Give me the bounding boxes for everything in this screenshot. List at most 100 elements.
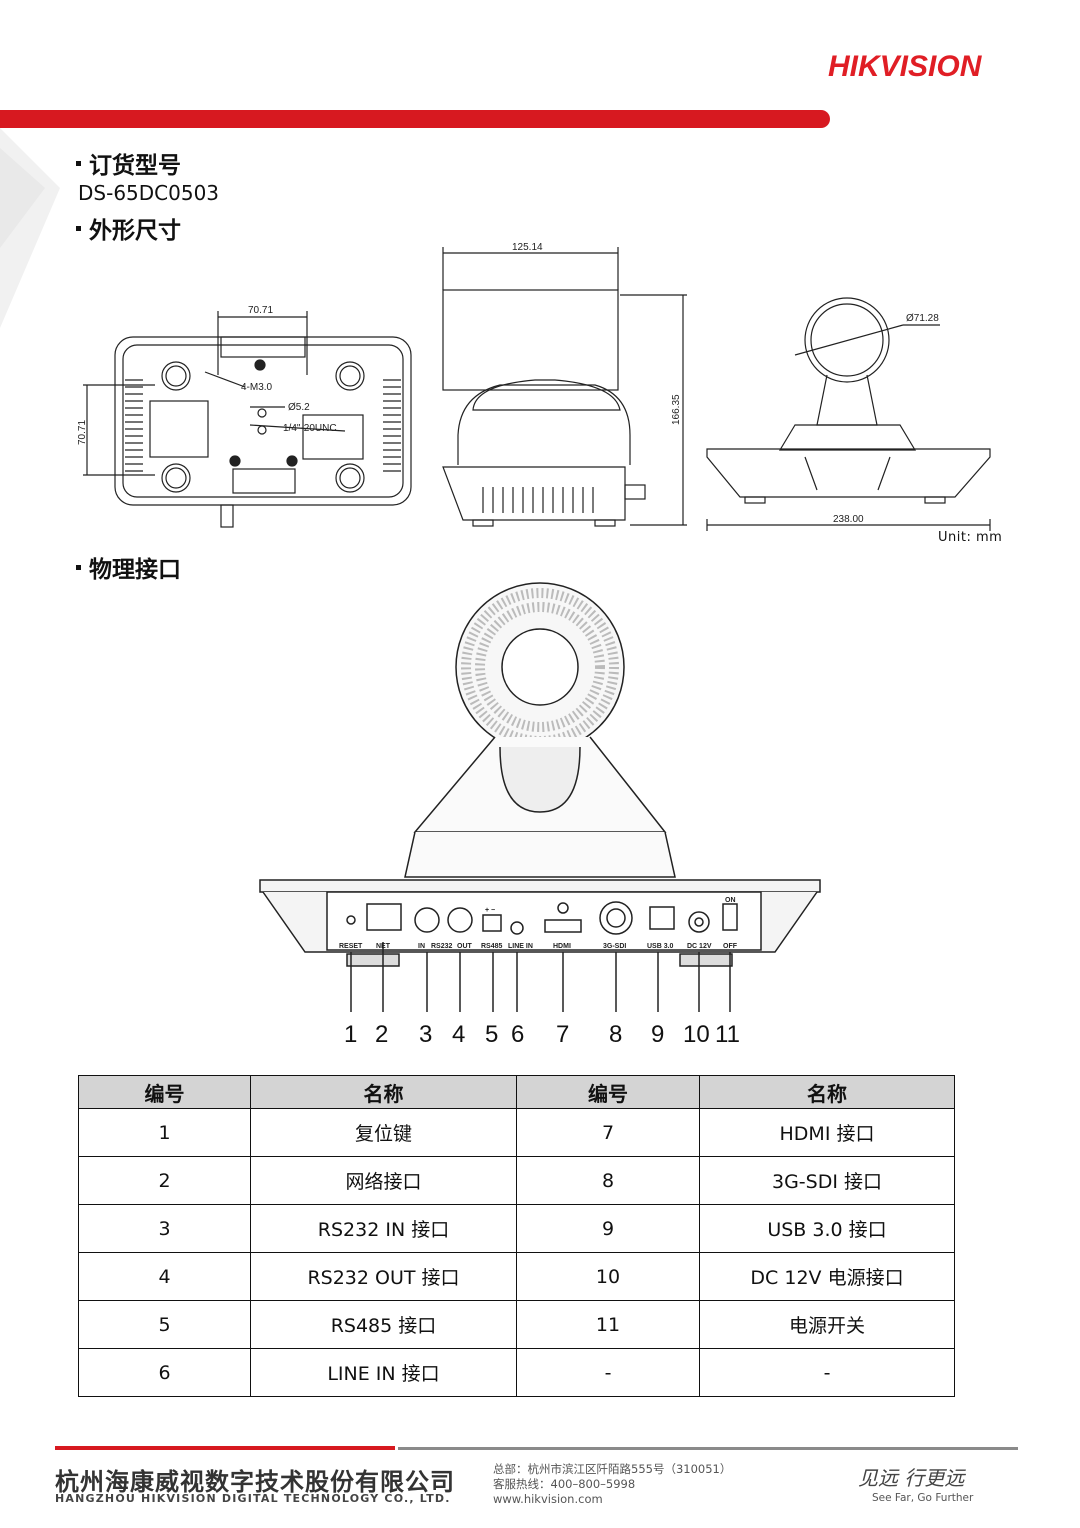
dimension-drawings: 70.71 70.71 4-M3.0 Ø5.2 1/4"-20UNC 125.1… (77, 242, 991, 531)
footer-website[interactable]: www.hikvision.com (493, 1492, 603, 1506)
table-cell: 4 (78, 1252, 251, 1301)
table-cell: USB 3.0 接口 (699, 1204, 955, 1253)
label-in: IN (418, 943, 425, 950)
header-number-2: 编号 (516, 1075, 700, 1109)
table-cell: DC 12V 电源接口 (699, 1252, 955, 1301)
table-header-row: 编号 名称 编号 名称 (78, 1075, 955, 1109)
header-name-2: 名称 (699, 1075, 955, 1109)
callout-10: 10 (683, 1021, 710, 1048)
table-cell: LINE IN 接口 (250, 1348, 517, 1397)
dim-lens-diameter: Ø71.28 (906, 313, 939, 324)
label-out: OUT (457, 943, 473, 950)
bullet-icon (76, 161, 81, 166)
dim-front-width: 238.00 (833, 514, 864, 525)
order-model-heading: 订货型号 (76, 146, 181, 180)
dim-tripod-thread: 1/4"-20UNC (283, 423, 337, 434)
table-row: 3 RS232 IN 接口 9 USB 3.0 接口 (78, 1204, 955, 1253)
footer-address: 总部：杭州市滨江区阡陌路555号（310051） (493, 1462, 732, 1476)
callout-4: 4 (452, 1021, 465, 1048)
interfaces-heading-text: 物理接口 (89, 557, 181, 583)
slogan-cn: 见远 行更远 (858, 1466, 965, 1490)
callout-11: 11 (715, 1021, 740, 1048)
table-cell: 1 (78, 1108, 251, 1157)
table-cell: 7 (516, 1108, 700, 1157)
bottom-view-drawing (83, 311, 412, 528)
table-cell: HDMI 接口 (699, 1108, 955, 1157)
table-cell: 复位键 (250, 1108, 517, 1157)
dim-bottom-width: 70.71 (248, 305, 273, 316)
label-rs485: RS485 (481, 943, 503, 950)
table-row: 1 复位键 7 HDMI 接口 (78, 1108, 955, 1157)
callout-5: 5 (485, 1021, 498, 1048)
interfaces-heading: 物理接口 (76, 550, 181, 584)
company-name-en: HANGZHOU HIKVISION DIGITAL TECHNOLOGY CO… (55, 1492, 451, 1505)
table-cell: 6 (78, 1348, 251, 1397)
table-cell: RS232 IN 接口 (250, 1204, 517, 1253)
table-row: 4 RS232 OUT 接口 10 DC 12V 电源接口 (78, 1252, 955, 1301)
label-3g-sdi: 3G-SDI (603, 943, 626, 950)
camera-rear-view: RESET NET IN RS232 OUT RS485 LINE IN HDM… (259, 582, 821, 1048)
header-red-bar (0, 110, 830, 128)
footer-hotline: 客服热线：400–800–5998 (493, 1477, 636, 1491)
callout-3: 3 (419, 1021, 432, 1048)
bullet-icon (76, 565, 81, 570)
table-cell: - (516, 1348, 700, 1397)
label-off: OFF (723, 943, 738, 950)
table-cell: RS232 OUT 接口 (250, 1252, 517, 1301)
label-on: ON (725, 897, 736, 904)
bullet-icon (76, 226, 81, 231)
dim-side-height: 166.35 (671, 394, 682, 425)
table-cell: 2 (78, 1156, 251, 1205)
table-cell: 8 (516, 1156, 700, 1205)
table-cell: 11 (516, 1300, 700, 1349)
label-line-in: LINE IN (508, 943, 533, 950)
background-decoration (0, 128, 60, 328)
logo-text: HIKVISION (828, 50, 982, 83)
table-row: 6 LINE IN 接口 - - (78, 1348, 955, 1397)
side-view-drawing (442, 247, 687, 527)
table-row: 2 网络接口 8 3G-SDI 接口 (78, 1156, 955, 1205)
slogan-en: See Far, Go Further (872, 1492, 974, 1504)
label-reset: RESET (339, 943, 363, 950)
dim-side-width: 125.14 (512, 242, 543, 253)
callout-1: 1 (344, 1021, 357, 1048)
label-rs485-polarity: + − (485, 907, 495, 914)
callout-2: 2 (375, 1021, 388, 1048)
hikvision-logo: HIKVISION (828, 50, 981, 84)
label-dc12v: DC 12V (687, 943, 712, 950)
table-cell: - (699, 1348, 955, 1397)
table-cell: 9 (516, 1204, 700, 1253)
dim-hole-diameter: Ø5.2 (288, 402, 310, 413)
table-cell: 电源开关 (699, 1300, 955, 1349)
callout-8: 8 (609, 1021, 622, 1048)
callout-6: 6 (511, 1021, 524, 1048)
table-cell: 10 (516, 1252, 700, 1301)
dimensions-heading-text: 外形尺寸 (89, 218, 181, 244)
table-cell: 3G-SDI 接口 (699, 1156, 955, 1205)
model-number: DS-65DC0503 (78, 181, 220, 205)
table-cell: 3 (78, 1204, 251, 1253)
label-hdmi: HDMI (553, 943, 571, 950)
callout-7: 7 (556, 1021, 569, 1048)
table-cell: 5 (78, 1300, 251, 1349)
callout-9: 9 (651, 1021, 664, 1048)
footer-red-line (55, 1446, 395, 1450)
unit-note: Unit: mm (938, 530, 1003, 545)
dim-bottom-height: 70.71 (77, 420, 88, 445)
header-number: 编号 (78, 1075, 251, 1109)
table-cell: 网络接口 (250, 1156, 517, 1205)
dim-screw-holes: 4-M3.0 (241, 382, 273, 393)
footer-contact: 总部：杭州市滨江区阡陌路555号（310051） 客服热线：400–800–59… (493, 1462, 731, 1507)
table-cell: RS485 接口 (250, 1300, 517, 1349)
label-usb30: USB 3.0 (647, 943, 674, 950)
company-name-cn: 杭州海康威视数字技术股份有限公司 (55, 1468, 455, 1496)
footer-gray-line (398, 1447, 1018, 1450)
order-model-heading-text: 订货型号 (89, 153, 181, 179)
label-net: NET (376, 943, 391, 950)
interface-table: 编号 名称 编号 名称 1 复位键 7 HDMI 接口 2 网络接口 8 3G-… (78, 1075, 955, 1397)
dimensions-heading: 外形尺寸 (76, 211, 181, 245)
front-view-drawing (706, 297, 991, 531)
table-row: 5 RS485 接口 11 电源开关 (78, 1300, 955, 1349)
label-rs232: RS232 (431, 943, 453, 950)
header-name: 名称 (250, 1075, 517, 1109)
